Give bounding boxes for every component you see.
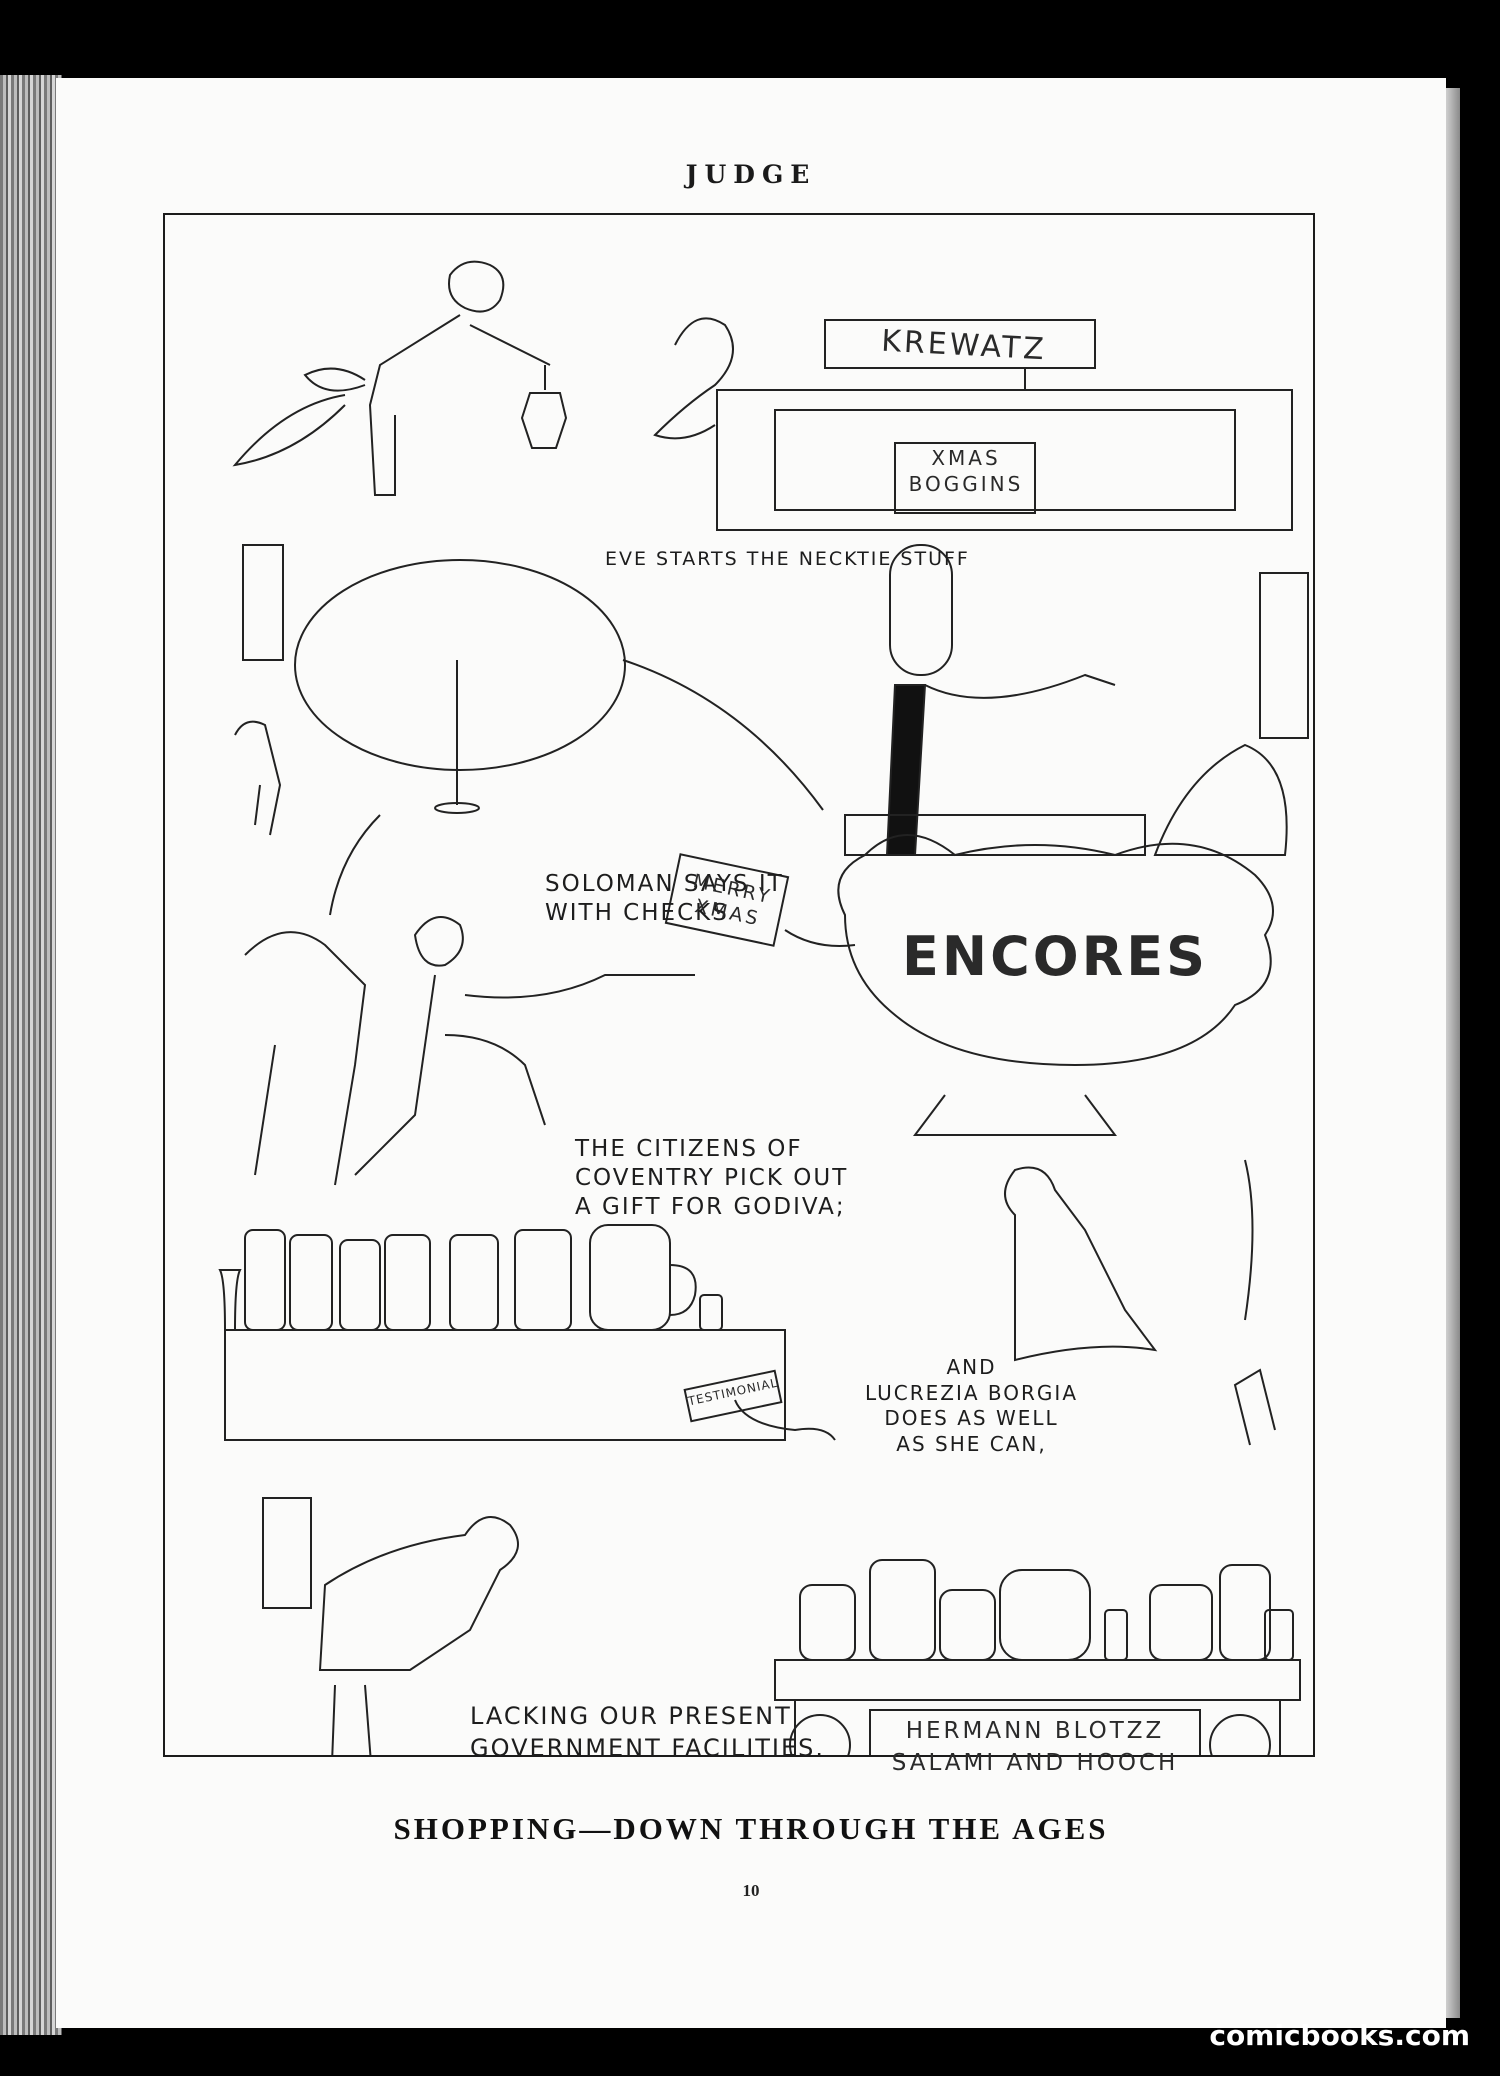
coventry-scene: [244, 814, 1274, 1186]
cartoon-title: SHOPPING—DOWN THROUGH THE AGES: [393, 1811, 1109, 1846]
caption-eve: EVE STARTS THE NECKTIE STUFF: [605, 548, 970, 570]
book-page-edges: [0, 75, 62, 2035]
caption-coventry: THE CITIZENS OF COVENTRY PICK OUT A GIFT…: [575, 1136, 849, 1220]
necktie-counter: [653, 317, 1293, 531]
cartoon-illustration: [218, 260, 1309, 1755]
facing-page-edge: [1446, 88, 1460, 2018]
page-number: 10: [742, 1881, 760, 1900]
magazine-page: JUDGE: [56, 78, 1446, 2028]
sign-hermann-blotzz: HERMANN BLOTZZ SALAMI AND HOOCH: [891, 1718, 1179, 1777]
caption-solomon: SOLOMAN SAYS IT WITH CHECKS: [545, 871, 784, 926]
borgia-scene: [218, 1159, 1276, 1446]
solomon-scene: [234, 544, 1309, 856]
eve-figure: [232, 260, 568, 496]
cartoon-frame: KREWATZ XMAS BOGGINS EVE STARTS THE NECK…: [163, 213, 1315, 1776]
sign-xmas-boggins: XMAS BOGGINS: [908, 446, 1024, 496]
caption-lacking: LACKING OUR PRESENT GOVERNMENT FACILITIE…: [470, 1702, 826, 1763]
caption-borgia: AND LUCREZIA BORGIA DOES AS WELL AS SHE …: [865, 1355, 1079, 1456]
hooch-scene: [262, 1497, 1301, 1755]
sign-encores: ENCORES: [902, 925, 1208, 988]
watermark: comicbooks.com: [1209, 2019, 1470, 2052]
masthead: JUDGE: [685, 160, 817, 189]
